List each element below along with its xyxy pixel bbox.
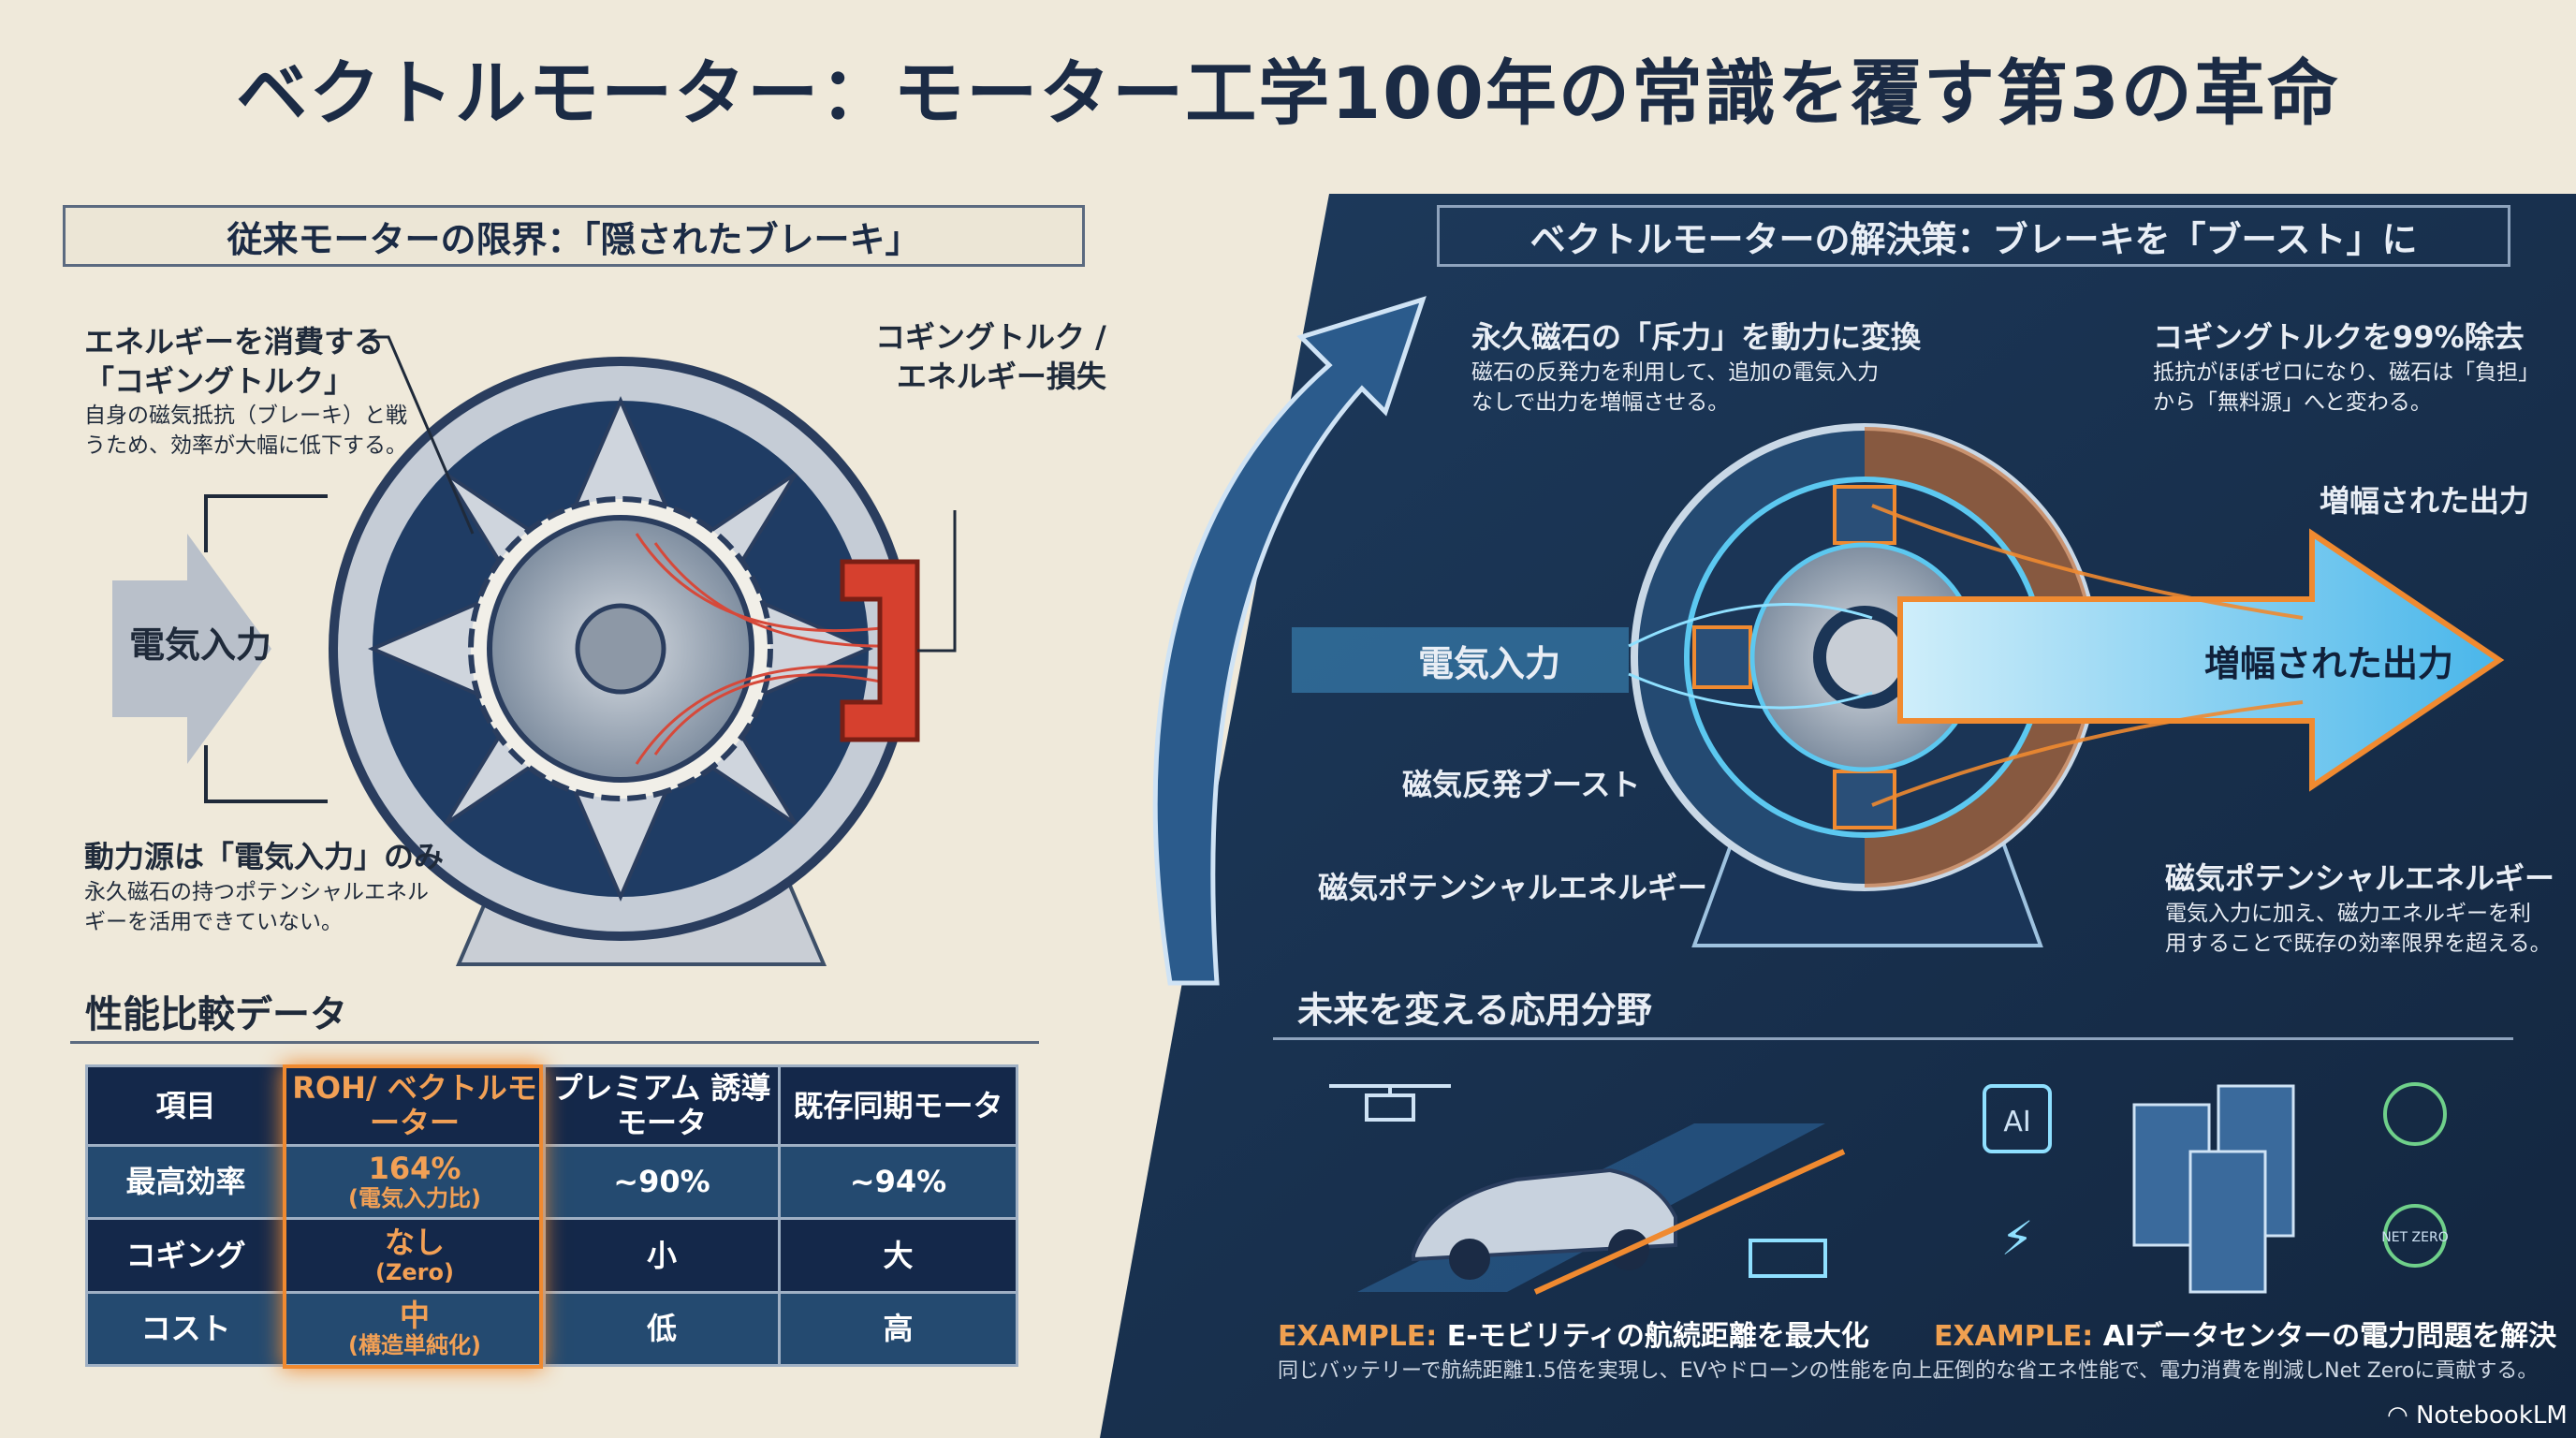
- cogging-title-line2: 「コギングトルク」: [84, 362, 355, 399]
- example-title: AIデータセンターの電力問題を解決: [2102, 1320, 2557, 1353]
- row-roh: 164%(電気入力比): [284, 1143, 546, 1221]
- ai-chip-label: AI: [2003, 1106, 2030, 1138]
- potential-desc-line1: 電気入力に加え、磁力エネルギーを利: [2165, 901, 2531, 926]
- page-title: ベクトルモーター：モーター工学100年の常識を覆す第3の革命: [236, 51, 2340, 135]
- comparison-table: 項目 ROH/ ベクトルモーター プレミアム 誘導モータ 既存同期モータ 最高効…: [85, 1064, 1018, 1368]
- comparison-title: 性能比較データ: [85, 993, 347, 1036]
- convert-desc-line1: 磁石の反発力を利用して、追加の電気入力: [1471, 360, 1880, 385]
- potential-title: 磁気ポテンシャルエネルギー: [2165, 860, 2555, 896]
- source-desc-line2: ギーを活用できていない。: [84, 909, 343, 934]
- roh-value: 中: [399, 1298, 430, 1334]
- drone-icon: [1329, 1084, 1451, 1122]
- applications-title: 未来を変える応用分野: [1297, 990, 1652, 1031]
- divider: [1273, 1037, 2513, 1040]
- row-existing: ~94%: [778, 1143, 1018, 1221]
- row-premium: 小: [543, 1217, 781, 1294]
- header-premium: プレミアム 誘導モータ: [543, 1064, 781, 1147]
- table-row: コギング なし(Zero) 小 大: [85, 1217, 1018, 1294]
- remove-title: コギングトルクを99%除去: [2153, 319, 2525, 355]
- example-ev: EXAMPLE: E-モビリティの航続距離を最大化 同じバッテリーで航続距離1.…: [1278, 1313, 1954, 1384]
- row-item: コギング: [85, 1217, 286, 1294]
- row-existing: 高: [778, 1290, 1018, 1368]
- source-desc-line1: 永久磁石の持つポテンシャルエネル: [84, 879, 429, 904]
- server-rack-icon: [2132, 1084, 2295, 1294]
- battery-icon: [1749, 1239, 1827, 1278]
- transition-arrow: [1152, 296, 1427, 986]
- notebooklm-logo-icon: ◠: [2387, 1401, 2416, 1430]
- potential-desc-line2: 用することで既存の効率限界を超える。: [2165, 931, 2552, 956]
- table-row: 最高効率 164%(電気入力比) ~90% ~94%: [85, 1143, 1018, 1221]
- cogging-title: エネルギーを消費する 「コギングトルク」 自身の磁気抵抗（ブレーキ）と戦 うため…: [84, 323, 407, 462]
- repulsion-note: 永久磁石の「斥力」を動力に変換 磁石の反発力を利用して、追加の電気入力 なしで出…: [1471, 318, 1921, 418]
- source-title: 動力源は「電気入力」のみ: [84, 839, 445, 874]
- remove-desc-line1: 抵抗がほぼゼロになり、磁石は「負担」: [2153, 360, 2540, 385]
- example-prefix: EXAMPLE:: [1934, 1320, 2094, 1353]
- left-section-header: 従来モーターの限界：「隠されたブレーキ」: [63, 205, 1085, 267]
- convert-title: 永久磁石の「斥力」を動力に変換: [1471, 319, 1922, 355]
- brake-clamp-icon: [840, 559, 920, 742]
- cogging-removal-note: コギングトルクを99%除去 抵抗がほぼゼロになり、磁石は「負担」 から「無料源」…: [2153, 318, 2539, 418]
- remove-desc-line2: から「無料源」へと変わる。: [2153, 389, 2432, 415]
- table-row: コスト 中(構造単純化) 低 高: [85, 1290, 1018, 1368]
- potential-note: 磁気ポテンシャルエネルギー 電気入力に加え、磁力エネルギーを利 用することで既存…: [2165, 859, 2554, 959]
- row-item: コスト: [85, 1290, 286, 1368]
- row-premium: 低: [543, 1290, 781, 1368]
- output-label-arrow: 増幅された出力: [2204, 643, 2454, 684]
- row-premium: ~90%: [543, 1143, 781, 1221]
- car-icon: [1412, 1167, 1677, 1262]
- boost-label: 磁気反発ブースト: [1402, 767, 1641, 802]
- power-source-note: 動力源は「電気入力」のみ 永久磁石の持つポテンシャルエネル ギーを活用できていな…: [84, 838, 444, 937]
- roh-sub: (Zero): [375, 1258, 454, 1285]
- example-desc: 圧倒的な省エネ性能で、電力消費を削減しNet Zeroに貢献する。: [1934, 1359, 2539, 1383]
- row-item: 最高効率: [85, 1143, 286, 1221]
- conventional-motor-diagram: [112, 335, 957, 966]
- notebooklm-watermark: ◠ NotebookLM: [2387, 1401, 2568, 1430]
- table-header-row: 項目 ROH/ ベクトルモーター プレミアム 誘導モータ 既存同期モータ: [85, 1064, 1018, 1147]
- divider: [70, 1041, 1039, 1044]
- header-existing: 既存同期モータ: [778, 1064, 1018, 1147]
- potential-label: 磁気ポテンシャルエネルギー: [1318, 870, 1708, 905]
- shaft: [1813, 606, 1916, 709]
- electric-input-arrow: [112, 534, 271, 764]
- amplified-output-arrow: [1897, 528, 2505, 792]
- shaft: [575, 603, 666, 695]
- roh-value: 164%: [368, 1151, 461, 1187]
- vector-motor-diagram: [1292, 423, 2505, 947]
- energy-loss-label: コギングトルク / エネルギー損失: [875, 318, 1106, 396]
- loss-label-line1: コギングトルク /: [875, 319, 1106, 355]
- net-zero-badge: NET ZERO: [2381, 1230, 2449, 1245]
- range-arrow: [1533, 1149, 1846, 1295]
- globe-icon: [2383, 1082, 2447, 1146]
- example-datacenter: EXAMPLE: AIデータセンターの電力問題を解決 圧倒的な省エネ性能で、電力…: [1934, 1313, 2556, 1384]
- left-input-label: 電気入力: [129, 624, 272, 666]
- watermark-text: NotebookLM: [2415, 1401, 2568, 1430]
- loss-label-line2: エネルギー損失: [896, 358, 1106, 394]
- cogging-desc-line2: うため、効率が大幅に低下する。: [84, 433, 407, 459]
- net-zero-icon: [2383, 1204, 2447, 1268]
- cogging-title-line1: エネルギーを消費する: [84, 324, 385, 360]
- roh-sub: (電気入力比): [348, 1185, 481, 1212]
- lightning-icon: ⚡: [2000, 1211, 2033, 1266]
- header-roh: ROH/ ベクトルモーター: [284, 1064, 546, 1147]
- header-item: 項目: [85, 1064, 286, 1147]
- datacenter-illustration: AI NET ZERO ⚡: [1983, 1082, 2449, 1294]
- right-section-header: ベクトルモーターの解決策：ブレーキを「ブースト」に: [1437, 205, 2510, 267]
- example-prefix: EXAMPLE:: [1278, 1320, 1438, 1353]
- row-roh: なし(Zero): [284, 1217, 546, 1294]
- ev-drone-illustration: [1329, 1084, 1846, 1295]
- roh-value: なし: [384, 1224, 445, 1260]
- row-roh: 中(構造単純化): [284, 1290, 546, 1368]
- example-title: E-モビリティの航続距離を最大化: [1446, 1320, 1869, 1353]
- example-desc: 同じバッテリーで航続距離1.5倍を実現し、EVやドローンの性能を向上。: [1278, 1359, 1954, 1383]
- row-existing: 大: [778, 1217, 1018, 1294]
- roh-sub: (構造単純化): [348, 1331, 481, 1358]
- ai-chip-icon: [1983, 1084, 2052, 1153]
- convert-desc-line2: なしで出力を増幅させる。: [1471, 389, 1730, 415]
- output-label-top: 増幅された出力: [2320, 483, 2530, 519]
- cogging-desc-line1: 自身の磁気抵抗（ブレーキ）と戦: [84, 404, 407, 429]
- electric-input-flow: [1292, 627, 1629, 693]
- right-input-label: 電気入力: [1418, 643, 1561, 684]
